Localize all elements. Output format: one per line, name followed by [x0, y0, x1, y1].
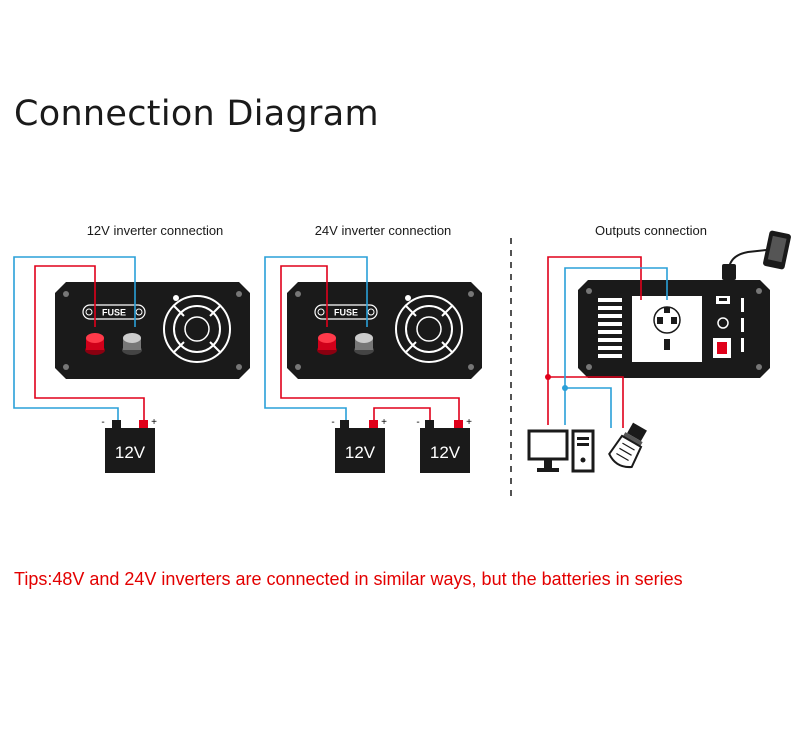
- live-wire-branch: [548, 376, 624, 428]
- battery-body: [105, 428, 155, 473]
- wires-24v: [264, 256, 460, 421]
- vent-slots: [598, 298, 622, 358]
- positive-terminal: [85, 333, 105, 355]
- negative-symbol: -: [416, 417, 419, 428]
- panel-outputs-label: Outputs connection: [595, 223, 707, 238]
- panel-12v: 12V inverter connection FUSE: [13, 223, 250, 473]
- negative-terminal: [354, 333, 374, 355]
- fuse: FUSE: [82, 304, 146, 320]
- page-title: Connection Diagram: [14, 94, 379, 134]
- fuse-label: FUSE: [334, 308, 358, 318]
- indicator-led-icon: [717, 317, 729, 329]
- series-link-wire: [373, 407, 431, 421]
- neutral-wire: [564, 267, 668, 425]
- battery-body: [335, 428, 385, 473]
- neutral-wire-branch: [565, 387, 612, 428]
- battery-24v-b: 12V - +: [416, 417, 472, 473]
- battery-24v-a: 12V - +: [331, 417, 387, 473]
- negative-wire: [13, 256, 136, 421]
- battery-body: [420, 428, 470, 473]
- battery-label: 12V: [345, 443, 376, 462]
- negative-symbol: -: [101, 417, 104, 428]
- fan-icon: [395, 295, 463, 363]
- panel-outputs: Outputs connection: [527, 223, 791, 473]
- positive-wire: [280, 265, 460, 421]
- inverter-output-side: [578, 280, 770, 378]
- fan-icon: [163, 295, 231, 363]
- wires-output: [545, 256, 668, 428]
- fuse: FUSE: [314, 304, 378, 320]
- negative-symbol: -: [331, 417, 334, 428]
- battery-label: 12V: [430, 443, 461, 462]
- wires-12v: [13, 256, 145, 421]
- ac-socket-icon: [632, 296, 702, 362]
- panel-24v-label: 24V inverter connection: [315, 223, 452, 238]
- negative-terminal: [122, 333, 142, 355]
- panel-12v-label: 12V inverter connection: [87, 223, 224, 238]
- negative-wire: [264, 256, 368, 421]
- positive-wire: [34, 265, 145, 421]
- positive-symbol: +: [381, 417, 387, 428]
- positive-symbol: +: [151, 417, 157, 428]
- inverter-12v: FUSE: [55, 282, 250, 379]
- panel-24v: 24V inverter connection FUSE: [264, 223, 482, 473]
- battery-label: 12V: [115, 443, 146, 462]
- inverter-24v: FUSE: [287, 282, 482, 379]
- light-bulb-icon: [608, 422, 647, 469]
- positive-symbol: +: [466, 417, 472, 428]
- fuse-label: FUSE: [102, 308, 126, 318]
- battery-12v: 12V - +: [101, 417, 157, 473]
- tips-note: Tips:48V and 24V inverters are connected…: [14, 569, 683, 589]
- computer-icon: [527, 429, 595, 473]
- phone-icon: [722, 230, 791, 280]
- live-wire: [547, 256, 642, 425]
- positive-terminal: [317, 333, 337, 355]
